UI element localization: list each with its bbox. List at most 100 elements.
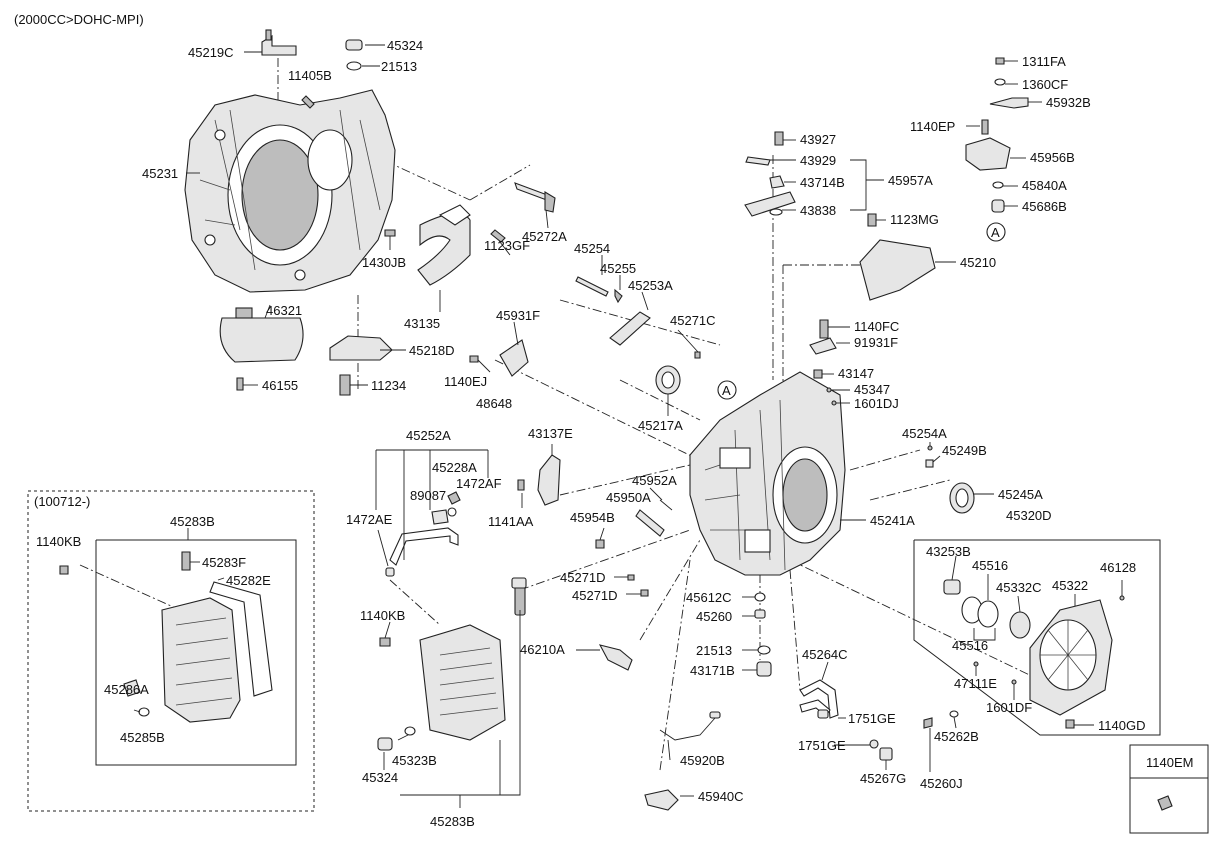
label-1472ae: 1472AE (346, 512, 393, 527)
washer-21513 (757, 645, 771, 655)
bolt-1123mg (867, 213, 877, 227)
label-46155: 46155 (262, 378, 298, 393)
cover-45322 (1029, 599, 1113, 716)
converter-housing (184, 89, 396, 293)
hex-bolt-icon (1157, 795, 1173, 811)
bolt-1141aa (517, 479, 525, 491)
label-45271d-top: 45271D (560, 570, 606, 585)
plug-43147 (813, 369, 823, 379)
cover-group-box (913, 539, 1161, 736)
label-1751ge-top: 1751GE (848, 711, 896, 726)
washer-1360cf (994, 78, 1006, 86)
pin-45271c (694, 351, 701, 359)
transaxle-case (689, 371, 846, 576)
label-46128: 46128 (1100, 560, 1136, 575)
label-1751ge-bottom: 1751GE (798, 738, 846, 753)
nut-1311fa (995, 57, 1005, 65)
label-1140ej: 1140EJ (444, 374, 487, 389)
bolt-45954b (595, 539, 605, 549)
label-45217a: 45217A (638, 418, 683, 433)
label-45254a: 45254A (902, 426, 947, 441)
pin-1601df (1011, 679, 1017, 685)
label-45516-bottom: 45516 (952, 638, 988, 653)
label-48648: 48648 (476, 396, 512, 411)
label-43171b: 43171B (690, 663, 735, 678)
clip-43929 (745, 156, 771, 166)
label-45282e: 45282E (226, 573, 271, 588)
bolt-46155 (236, 377, 244, 391)
label-45219c: 45219C (188, 45, 234, 60)
reference-marker-a-left-label: A (722, 383, 731, 398)
label-43714b: 43714B (800, 175, 845, 190)
label-1601df: 1601DF (986, 700, 1032, 715)
valve-body-45283b (419, 577, 527, 741)
label-45272a: 45272A (522, 229, 567, 244)
label-45210: 45210 (960, 255, 996, 270)
label-43927: 43927 (800, 132, 836, 147)
oil-pan-45283b (161, 581, 273, 723)
nut-43714b (769, 175, 785, 189)
label-1472af: 1472AF (456, 476, 502, 491)
bracket-45219c (261, 29, 297, 56)
label-45952a: 45952A (632, 473, 677, 488)
pin-45347 (826, 387, 832, 393)
pin-45271d-a (627, 574, 635, 581)
washer-45840a (992, 181, 1004, 189)
label-1311fa: 1311FA (1022, 54, 1066, 69)
bolt-1140fc (819, 319, 829, 339)
label-45283f: 45283F (202, 555, 246, 570)
label-89087: 89087 (410, 488, 446, 503)
label-variant-100712: (100712-) (34, 494, 90, 509)
part-labels: 45219C 45324 21513 11405B 45231 1430JB 1… (34, 38, 1145, 829)
label-45218d: 45218D (409, 343, 455, 358)
label-47111e: 47111E (954, 676, 997, 691)
pipe-45264c (799, 679, 839, 719)
pin-1601dj (831, 400, 837, 406)
label-45249b: 45249B (942, 443, 987, 458)
reference-marker-a-left (717, 380, 737, 400)
label-21513-bottom: 21513 (696, 643, 732, 658)
rod-45272a (514, 182, 556, 213)
label-1601dj: 1601DJ (854, 396, 899, 411)
sensor-45940c (644, 789, 679, 811)
label-45283b-center: 45283B (430, 814, 475, 829)
plate-45954b (635, 509, 665, 537)
shield-43135 (417, 213, 471, 286)
bracket-91931f (809, 337, 837, 355)
label-45260: 45260 (696, 609, 732, 624)
label-45324-bottom: 45324 (362, 770, 398, 785)
label-1140ep: 1140EP (910, 119, 955, 134)
label-45322: 45322 (1052, 578, 1088, 593)
plug-43253b (943, 579, 961, 595)
bolt-1140ej (469, 355, 479, 363)
label-45260j: 45260J (920, 776, 963, 791)
label-45228a: 45228A (432, 460, 477, 475)
plug-45267g (879, 747, 893, 761)
label-43253b: 43253B (926, 544, 971, 559)
washer-45285b (138, 707, 150, 717)
leader-lines (125, 51, 1123, 808)
seal-45245a (949, 482, 975, 514)
label-46321: 46321 (266, 303, 302, 318)
label-91931f: 91931F (854, 335, 898, 350)
label-1141aa: 1141AA (488, 514, 534, 529)
pin-45254 (575, 276, 609, 297)
label-45267g: 45267G (860, 771, 906, 786)
legend-box (1129, 744, 1209, 834)
seal-45217a (655, 365, 681, 395)
label-45932b: 45932B (1046, 95, 1091, 110)
label-45686b: 45686B (1022, 199, 1067, 214)
label-45271d-bottom: 45271D (572, 588, 618, 603)
seal-45332c (1009, 611, 1031, 639)
legend-label-1140em: 1140EM (1146, 755, 1193, 770)
label-45286a: 45286A (104, 682, 149, 697)
plug-45260j (923, 717, 933, 729)
label-45950a: 45950A (606, 490, 651, 505)
plug-45260 (754, 609, 766, 619)
label-11405b: 11405B (288, 68, 332, 83)
lever-46210a (598, 644, 633, 671)
bracket-45931f (499, 339, 529, 377)
label-45956b: 45956B (1030, 150, 1075, 165)
label-45262b: 45262B (934, 729, 979, 744)
bolt-1140gd (1065, 719, 1075, 729)
